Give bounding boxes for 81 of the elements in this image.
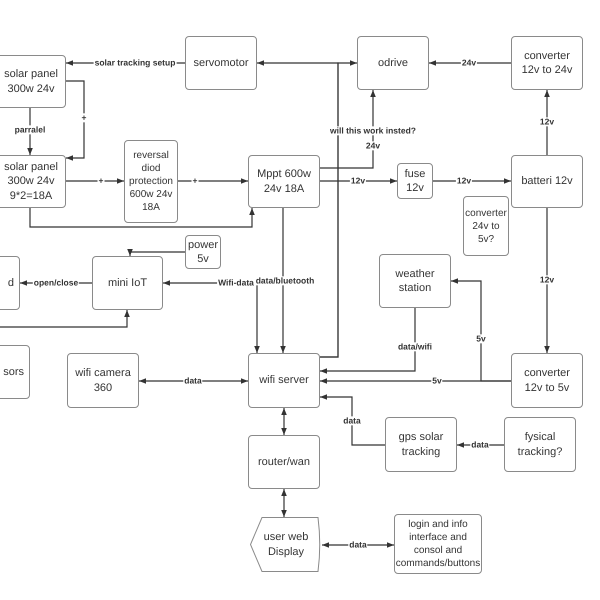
arrow	[320, 90, 376, 169]
process-box	[511, 155, 583, 208]
node-text: router/wan	[257, 454, 311, 470]
process-box	[504, 417, 576, 472]
edge-label: 5v	[475, 334, 487, 344]
process-box	[92, 256, 163, 310]
process-box	[124, 140, 178, 223]
node-text: login and info interface and consol and commands/buttons	[394, 518, 482, 570]
node-text: odrive	[377, 56, 409, 70]
process-box	[511, 353, 583, 408]
edge-label: 24v	[460, 58, 478, 68]
process-box	[185, 36, 257, 90]
edge-label: parralel	[14, 125, 46, 135]
node-text: fuse 12v	[404, 166, 426, 196]
process-box	[379, 254, 451, 308]
edge-label: open/close	[32, 278, 80, 288]
arrow	[320, 394, 385, 446]
arrow	[178, 178, 248, 184]
node-text: fysical tracking?	[516, 430, 564, 459]
arrow	[281, 408, 287, 435]
node-text: solar panel 300w 24v	[3, 67, 59, 96]
edge-label: data	[348, 540, 368, 550]
process-box	[397, 163, 433, 199]
arrow	[544, 90, 550, 155]
arrow	[451, 278, 511, 382]
process-box	[248, 155, 320, 208]
edge-label: +	[80, 113, 88, 123]
edge-label: data	[183, 376, 203, 386]
edge-label: +	[192, 176, 198, 186]
process-box	[248, 353, 320, 408]
arrow	[127, 249, 185, 256]
arrow	[544, 208, 550, 353]
node-text: gps solar tracking	[398, 430, 444, 459]
node-text: reversal diod protection 600w 24v 18A	[128, 149, 174, 214]
node-text: Mppt 600w 24v 18A	[256, 167, 312, 196]
node-text: sors	[3, 364, 25, 380]
edge-label: +	[98, 176, 104, 186]
node-text: converter 24v to 5v?	[464, 206, 508, 246]
node-text: converter 12v to 5v	[523, 366, 571, 395]
node-text: solar panel 300w 24v 9*2=18A	[3, 160, 59, 203]
node-text: batteri 12v	[520, 174, 574, 189]
arrow	[66, 80, 85, 161]
edge-label: 12v	[456, 176, 472, 186]
node-text: converter 12v to 24v	[520, 48, 574, 78]
process-box	[511, 36, 583, 90]
node-text: mini IoT	[106, 276, 148, 290]
process-box	[248, 435, 320, 489]
node-text: servomotor	[192, 56, 250, 70]
arrow	[280, 208, 286, 353]
edge-label: 5v	[431, 376, 443, 386]
process-box	[0, 55, 66, 108]
process-box	[357, 36, 429, 90]
note-text: will this work insted?	[329, 126, 417, 136]
edge-label: 12v	[350, 176, 366, 186]
arrow	[139, 378, 248, 384]
edge-label: solar tracking setup	[94, 58, 176, 68]
edge-label: data	[470, 440, 490, 450]
process-box	[463, 196, 509, 256]
arrow	[29, 208, 255, 228]
arrow	[0, 310, 130, 328]
arrow	[281, 489, 287, 517]
edge-label: 24v	[364, 141, 382, 151]
process-box	[385, 417, 457, 472]
arrow	[320, 60, 357, 358]
node-text: user web Display	[262, 530, 310, 559]
node-text: wifi server	[258, 373, 310, 388]
edge-label: 12v	[538, 275, 556, 285]
edge-label: data/wifi	[397, 342, 433, 352]
node-text: wifi camera 360	[74, 366, 132, 395]
edge-label: data	[342, 416, 362, 426]
node-text: d	[8, 276, 15, 290]
edge-label: data/bluetooth	[254, 276, 316, 286]
arrow	[66, 178, 124, 184]
node-text: weather station	[394, 266, 436, 296]
arrow	[320, 308, 416, 374]
process-box	[67, 353, 139, 408]
node-text: power 5v	[187, 238, 219, 266]
edge-label: 12v	[538, 117, 556, 127]
process-box	[0, 155, 66, 208]
edge-label: Wifi-data	[217, 278, 255, 288]
display-shape	[250, 517, 322, 572]
